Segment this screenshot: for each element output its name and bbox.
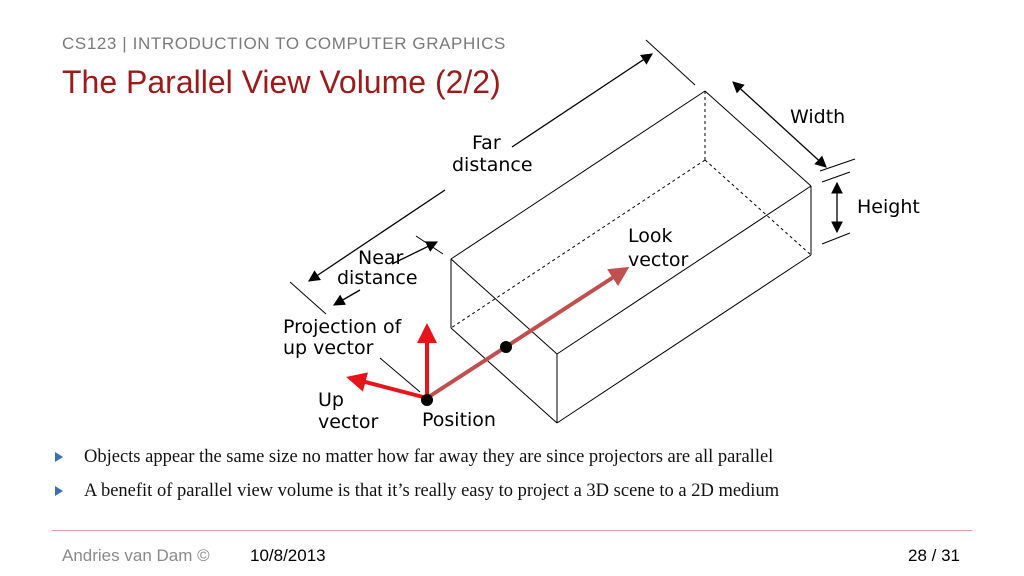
near-distance-label: distance (337, 267, 418, 289)
position-dot (421, 394, 433, 406)
near-distance-arrow-upper (391, 241, 439, 265)
projection-up-label: up vector (283, 337, 374, 359)
bullet-list: Objects appear the same size no matter h… (54, 440, 1014, 508)
near-distance-arrow-lower (332, 289, 361, 306)
position-label: Position (422, 409, 496, 431)
footer-date: 10/8/2013 (250, 546, 326, 565)
bullet-text: Objects appear the same size no matter h… (84, 446, 774, 467)
box-edge (556, 185, 812, 355)
parallel-view-volume-diagram: Far distance Near distance Width Height … (283, 39, 920, 433)
up-vector-arrow (346, 372, 428, 400)
near-plane-center-dot (500, 341, 512, 353)
footer-author: Andries van Dam © (62, 546, 210, 565)
far-distance-tick (645, 39, 696, 86)
height-tick (821, 232, 851, 245)
hidden-edge (704, 159, 812, 256)
box-edge (450, 258, 558, 355)
width-label: Width (790, 106, 845, 128)
hidden-edge (450, 159, 706, 329)
far-distance-arrow-upper (511, 53, 653, 148)
bullet-item: Objects appear the same size no matter h… (54, 440, 1014, 474)
projection-leader-line (379, 357, 421, 393)
projection-up-label: Projection of (283, 316, 403, 338)
look-vector-label: Look (628, 225, 673, 247)
bullet-text: A benefit of parallel view volume is tha… (84, 480, 780, 501)
far-distance-arrow-lower (308, 189, 446, 282)
view-volume-hidden-edges (450, 91, 812, 329)
width-arrow (732, 81, 827, 168)
box-edge (556, 254, 812, 424)
view-volume-box (450, 90, 812, 424)
triangle-right-icon (55, 486, 63, 496)
box-edge (450, 327, 558, 424)
triangle-right-icon (55, 452, 63, 462)
box-edge (450, 90, 706, 260)
far-distance-label: Far (472, 132, 501, 154)
near-distance-label: Near (358, 247, 404, 269)
far-distance-label: distance (452, 154, 533, 176)
height-label: Height (857, 196, 920, 218)
width-tick (819, 158, 856, 172)
up-vector-label: Up (318, 389, 344, 411)
look-vector-arrow (425, 266, 630, 400)
page-number: 28 / 31 (908, 546, 960, 565)
height-tick (821, 171, 851, 183)
far-distance-tick (289, 281, 327, 315)
bullet-item: A benefit of parallel view volume is tha… (54, 474, 1014, 508)
course-header: CS123 | INTRODUCTION TO COMPUTER GRAPHIC… (62, 34, 506, 53)
slide-title: The Parallel View Volume (2/2) (62, 64, 501, 100)
up-vector-label: vector (318, 411, 378, 433)
look-vector-label: vector (628, 249, 688, 271)
footer-divider (52, 530, 972, 531)
